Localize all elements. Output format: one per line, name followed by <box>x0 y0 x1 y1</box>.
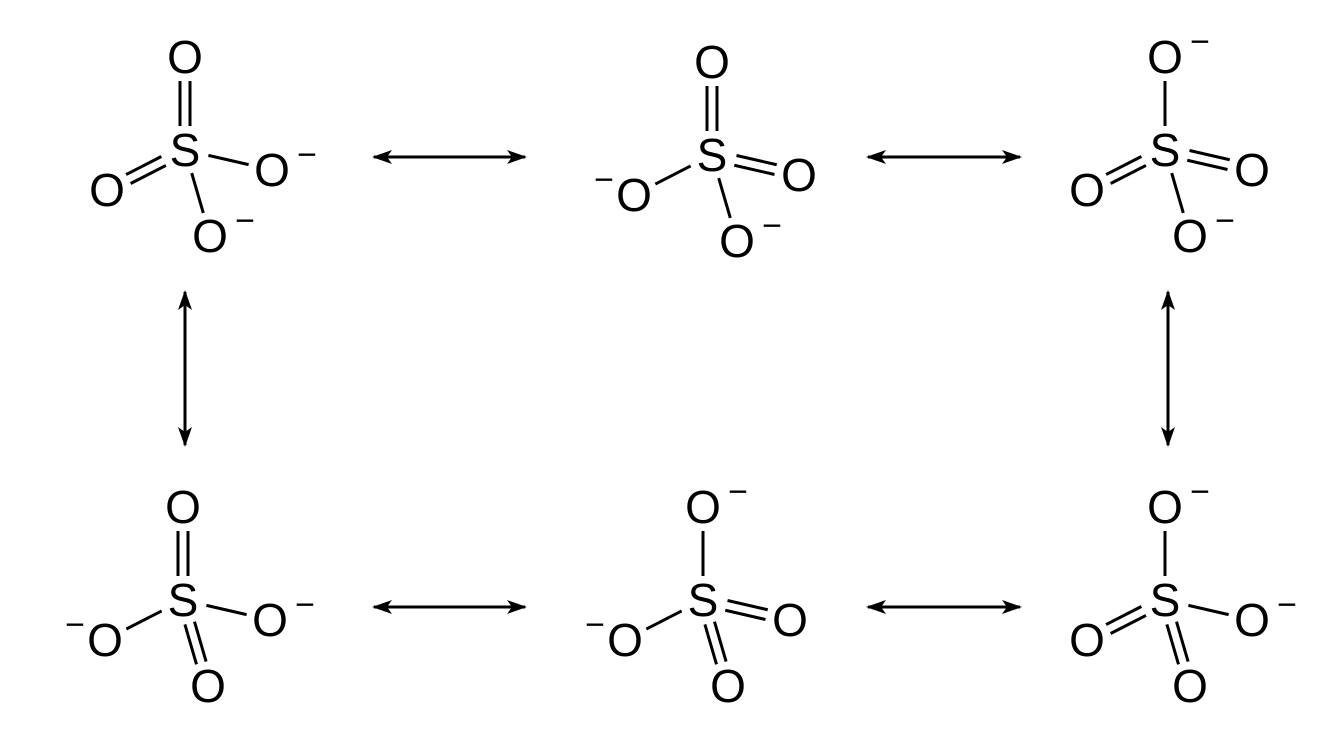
negative-charge: − <box>594 161 614 199</box>
structure-2: SOO−OO− <box>594 36 817 267</box>
sulfur-atom: S <box>1150 124 1181 176</box>
sulfur-atom: S <box>170 124 201 176</box>
double-bond <box>713 621 728 662</box>
structure-4: SOO−O−O <box>65 481 315 712</box>
negative-charge: − <box>1215 202 1235 240</box>
double-bond <box>1186 158 1228 171</box>
oxygen-atom-right: O <box>781 149 817 201</box>
oxygen-atom-bottom: O <box>710 660 746 712</box>
double-bond <box>736 154 778 167</box>
oxygen-atom-top: O <box>167 31 203 83</box>
oxygen-atom-right: O <box>1234 144 1270 196</box>
negative-charge: − <box>297 136 317 174</box>
negative-charge: − <box>235 202 255 240</box>
single-bond <box>206 603 247 617</box>
sulfur-atom: S <box>697 129 728 181</box>
double-bond <box>1105 155 1143 176</box>
single-bond <box>717 177 732 219</box>
oxygen-atom-right: O <box>1234 594 1270 646</box>
oxygen-atom-top: O <box>1147 31 1183 83</box>
single-bond <box>654 164 692 186</box>
oxygen-atom-top: O <box>1147 481 1183 533</box>
double-bond <box>703 624 718 665</box>
double-bond <box>125 155 163 176</box>
oxygen-atom-top: O <box>685 481 721 533</box>
oxygen-atom-left: O <box>1069 614 1105 666</box>
double-bond <box>727 599 769 612</box>
oxygen-atom-top: O <box>165 481 201 533</box>
negative-charge: − <box>295 586 315 624</box>
double-bond <box>1175 621 1190 662</box>
oxygen-atom-right: O <box>772 594 808 646</box>
double-bond <box>129 164 167 185</box>
double-bond <box>183 624 198 665</box>
oxygen-atom-right: O <box>252 594 288 646</box>
double-bond <box>1165 624 1180 665</box>
oxygen-atom-bottom: O <box>192 210 228 262</box>
single-bond <box>208 153 249 167</box>
negative-charge: − <box>1190 23 1210 61</box>
double-bond <box>1189 149 1231 162</box>
oxygen-atom-left: O <box>616 169 652 221</box>
oxygen-atom-left: O <box>607 614 643 666</box>
negative-charge: − <box>762 207 782 245</box>
double-bond <box>1105 605 1143 626</box>
single-bond <box>645 609 683 631</box>
double-bond <box>193 621 208 662</box>
oxygen-atom-bottom: O <box>719 215 755 267</box>
single-bond <box>1188 603 1229 617</box>
double-bond <box>1109 614 1147 635</box>
single-bond <box>1170 172 1185 214</box>
oxygen-atom-bottom: O <box>190 660 226 712</box>
negative-charge: − <box>65 606 85 644</box>
oxygen-atom-bottom: O <box>1172 660 1208 712</box>
sulfur-atom: S <box>688 574 719 626</box>
double-bond <box>1109 164 1147 185</box>
structure-5: SO−O−OO <box>585 473 808 712</box>
oxygen-atom-left: O <box>87 614 123 666</box>
sulfur-atom: S <box>1150 574 1181 626</box>
negative-charge: − <box>1277 586 1297 624</box>
oxygen-atom-left: O <box>89 164 125 216</box>
negative-charge: − <box>1190 473 1210 511</box>
oxygen-atom-bottom: O <box>1172 210 1208 262</box>
single-bond <box>125 609 163 631</box>
double-bond <box>724 608 766 621</box>
single-bond <box>190 172 205 214</box>
negative-charge: − <box>585 606 605 644</box>
oxygen-atom-right: O <box>254 144 290 196</box>
sulfur-atom: S <box>168 574 199 626</box>
oxygen-atom-left: O <box>1069 164 1105 216</box>
double-bond <box>733 163 775 176</box>
negative-charge: − <box>728 473 748 511</box>
oxygen-atom-top: O <box>694 36 730 88</box>
